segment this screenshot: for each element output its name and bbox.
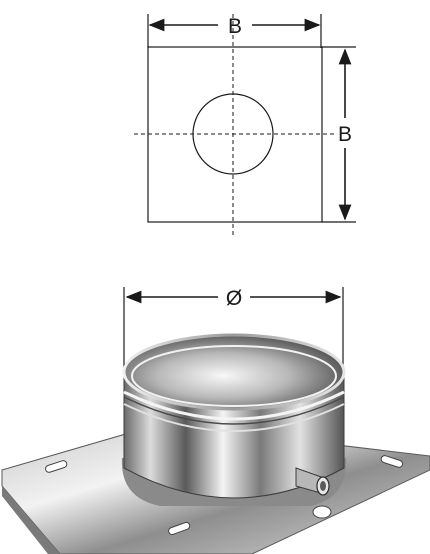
mounting-slot-left [45,460,68,473]
mounting-slot-right [380,455,403,468]
pipe-rim [122,333,346,411]
drain-spout [295,467,330,496]
diameter-label: Ø [226,287,242,310]
product-view: Ø [1,287,430,554]
mounting-slot-front [168,521,191,536]
mounting-hole-front [312,505,332,519]
top-view: B B [134,14,356,235]
height-label: B [338,123,352,146]
width-label: B [228,15,242,38]
pipe-collar [121,333,347,506]
